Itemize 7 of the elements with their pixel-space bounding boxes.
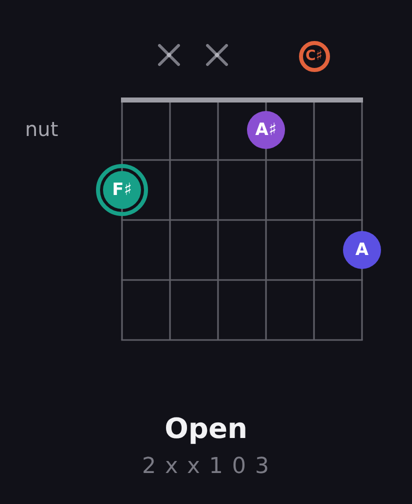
finger-dot: A [343,231,381,269]
chord-title: Open [164,412,248,446]
fingering-label: 2 x x 1 0 3 [142,454,270,480]
nut-label: nut [25,117,58,141]
finger-dot: A♯ [247,111,285,149]
root-finger-dot: F♯ [96,164,148,216]
open-string-marker: C♯ [298,40,330,72]
